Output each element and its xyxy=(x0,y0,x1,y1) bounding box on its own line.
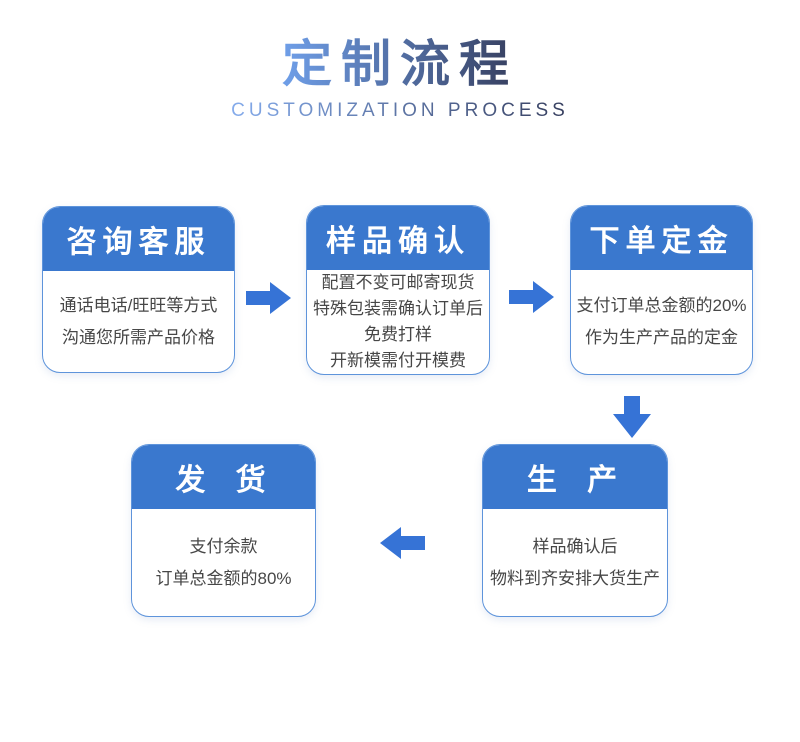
step-sample-confirmation: 样品确认 配置不变可邮寄现货 特殊包装需确认订单后 免费打样 开新模需付开模费 xyxy=(306,205,490,375)
step-sample-header: 样品确认 xyxy=(307,206,489,270)
step-production-body: 样品确认后 物料到齐安排大货生产 xyxy=(483,509,667,616)
step-text-line: 支付余款 xyxy=(189,536,258,556)
step-text-line: 订单总金额的80% xyxy=(155,568,292,588)
step-sample-title: 样品确认 xyxy=(326,224,470,258)
step-consult-title: 咨询客服 xyxy=(66,225,211,259)
step-production: 生 产 样品确认后 物料到齐安排大货生产 xyxy=(482,444,668,617)
arrow-left-icon xyxy=(380,527,425,559)
step-shipping-header: 发 货 xyxy=(132,445,315,509)
step-text-line: 支付订单总金额的20% xyxy=(576,296,747,315)
page-subtitle-text: CUSTOMIZATION PROCESS xyxy=(231,99,569,121)
step-deposit-title: 下单定金 xyxy=(589,224,734,258)
arrow-right-icon xyxy=(509,281,554,313)
step-text-line: 通话电话/旺旺等方式 xyxy=(59,295,218,315)
arrow-right-icon xyxy=(246,282,291,314)
page-subtitle: CUSTOMIZATION PROCESS xyxy=(0,100,800,122)
step-text-line: 免费打样 xyxy=(364,325,432,344)
step-order-deposit: 下单定金 支付订单总金额的20% 作为生产产品的定金 xyxy=(570,205,753,375)
step-consult-header: 咨询客服 xyxy=(43,207,234,271)
arrow-down-icon xyxy=(613,396,651,438)
step-shipping-body: 支付余款 订单总金额的80% xyxy=(132,509,315,616)
step-text-line: 作为生产产品的定金 xyxy=(585,328,738,347)
step-text-line: 特殊包装需确认订单后 xyxy=(313,299,483,318)
step-production-header: 生 产 xyxy=(483,445,667,509)
step-production-title: 生 产 xyxy=(526,463,624,497)
page-header: 定制流程 CUSTOMIZATION PROCESS xyxy=(0,36,800,122)
step-sample-body: 配置不变可邮寄现货 特殊包装需确认订单后 免费打样 开新模需付开模费 xyxy=(307,270,489,374)
step-text-line: 沟通您所需产品价格 xyxy=(62,327,215,347)
step-deposit-header: 下单定金 xyxy=(571,206,752,270)
step-text-line: 样品确认后 xyxy=(532,536,618,556)
step-shipping-title: 发 货 xyxy=(175,463,272,497)
step-consult-customer-service: 咨询客服 通话电话/旺旺等方式 沟通您所需产品价格 xyxy=(42,206,235,373)
step-text-line: 开新模需付开模费 xyxy=(330,351,466,370)
step-shipping: 发 货 支付余款 订单总金额的80% xyxy=(131,444,316,617)
step-deposit-body: 支付订单总金额的20% 作为生产产品的定金 xyxy=(571,270,752,374)
step-consult-body: 通话电话/旺旺等方式 沟通您所需产品价格 xyxy=(43,271,234,372)
step-text-line: 物料到齐安排大货生产 xyxy=(490,568,660,588)
page-title: 定制流程 xyxy=(282,36,518,92)
step-text-line: 配置不变可邮寄现货 xyxy=(321,273,475,292)
